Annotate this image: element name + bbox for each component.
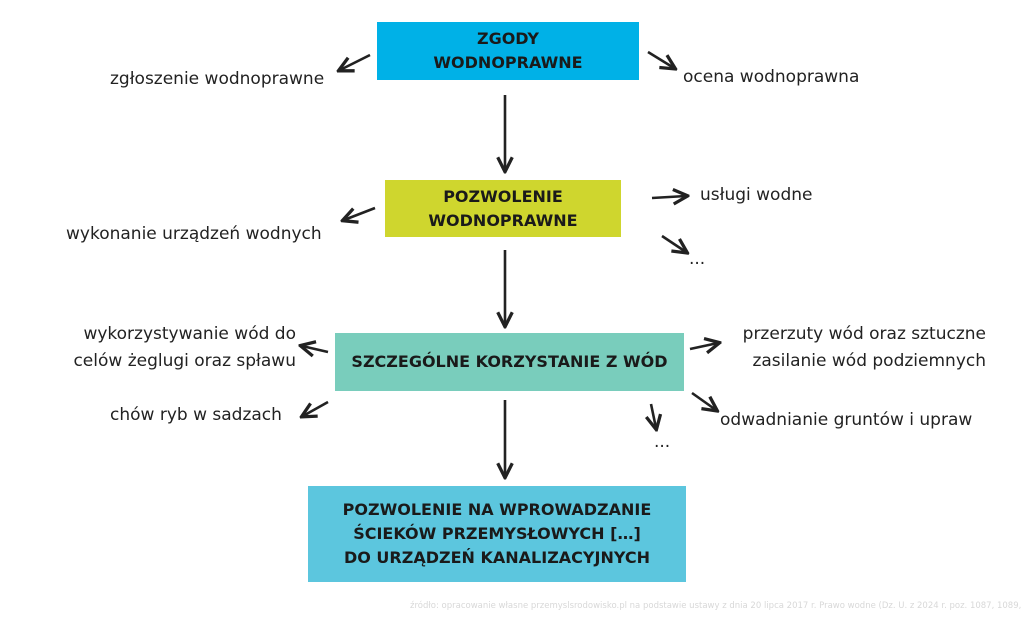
label-wykonanie: wykonanie urządzeń wodnych — [66, 224, 322, 244]
label-uslugi: usługi wodne — [700, 185, 813, 205]
box-text: POZWOLENIE — [443, 186, 563, 206]
label-line: celów żeglugi oraz spławu — [73, 351, 296, 371]
label-line: przerzuty wód oraz sztuczne — [742, 324, 986, 344]
box-text: SZCZEGÓLNE KORZYSTANIE Z WÓD — [351, 352, 668, 371]
source-note: źródło: opracowanie własne przemyslsrodo… — [410, 601, 1024, 611]
label-chow: chów ryb w sadzach — [110, 405, 282, 425]
label-odwadnianie: odwadnianie gruntów i upraw — [720, 410, 973, 430]
label-line: wykorzystywanie wód do — [83, 324, 296, 344]
label-ellipsis-2: ... — [654, 432, 671, 452]
arrow-odwadnianie — [691, 391, 716, 410]
box-text: WODNOPRAWNE — [428, 210, 578, 230]
label-ocena: ocena wodnoprawna — [683, 67, 860, 87]
arrow-ellipsis1 — [661, 234, 686, 252]
label-ellipsis-1: ... — [689, 249, 706, 269]
box-zgody-wodnoprawne: ZGODY WODNOPRAWNE — [377, 22, 639, 80]
box-text: WODNOPRAWNE — [433, 53, 583, 72]
arrow-chow — [303, 400, 329, 416]
arrow-ocena — [647, 50, 674, 68]
arrow-wykonanie — [344, 206, 376, 220]
box-text: POZWOLENIE NA WPROWADZANIE — [342, 500, 652, 519]
label-line: zasilanie wód podziemnych — [752, 351, 986, 371]
box-text: DO URZĄDZEŃ KANALIZACYJNYCH — [343, 548, 650, 567]
box-text: ŚCIEKÓW PRZEMYSŁOWYCH […] — [353, 524, 641, 543]
box-text: ZGODY — [476, 29, 540, 48]
label-zegluga: wykorzystywanie wód do celów żeglugi ora… — [66, 321, 296, 375]
arrow-uslugi — [651, 196, 686, 198]
box-szczegolne-korzystanie: SZCZEGÓLNE KORZYSTANIE Z WÓD — [335, 333, 684, 391]
box-pozwolenie-wodnoprawne: POZWOLENIE WODNOPRAWNE — [385, 180, 621, 237]
arrow-przerzuty — [689, 343, 718, 349]
box-pozwolenie-scieki: POZWOLENIE NA WPROWADZANIE ŚCIEKÓW PRZEMY… — [308, 486, 686, 582]
arrow-zgloszenie — [340, 53, 371, 70]
label-zgloszenie: zgłoszenie wodnoprawne — [110, 69, 325, 89]
arrow-zegluga — [302, 346, 329, 352]
label-przerzuty: przerzuty wód oraz sztuczne zasilanie wó… — [726, 321, 986, 375]
arrow-ellipsis2 — [651, 403, 656, 428]
